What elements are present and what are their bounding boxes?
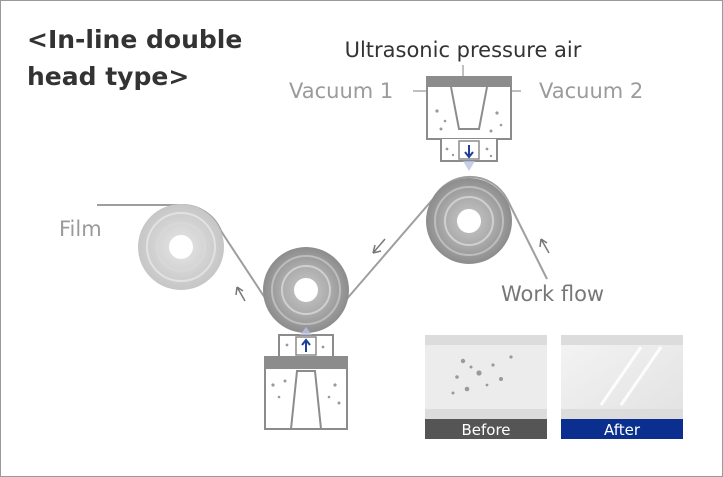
lower-roller [263, 247, 349, 333]
before-panel: Before [425, 335, 547, 439]
after-panel: After [561, 335, 683, 439]
lower-cleaning-head [264, 327, 348, 430]
label-work-flow: Work flow [501, 282, 604, 306]
label-ultrasonic-pressure-air: Ultrasonic pressure air [345, 38, 582, 62]
label-film: Film [59, 217, 102, 241]
title-line-2: head type> [27, 62, 189, 91]
dust-particles [451, 355, 513, 395]
label-vacuum-2: Vacuum 2 [539, 79, 643, 103]
after-label: After [604, 421, 641, 439]
upper-cleaning-head [426, 76, 512, 171]
film-roll [138, 204, 224, 290]
label-vacuum-1: Vacuum 1 [289, 79, 393, 103]
upper-roller [426, 178, 512, 264]
flow-arrows [235, 238, 550, 302]
clean-shine [599, 346, 663, 406]
title-line-1: <In-line double [27, 25, 242, 54]
before-label: Before [461, 421, 510, 439]
